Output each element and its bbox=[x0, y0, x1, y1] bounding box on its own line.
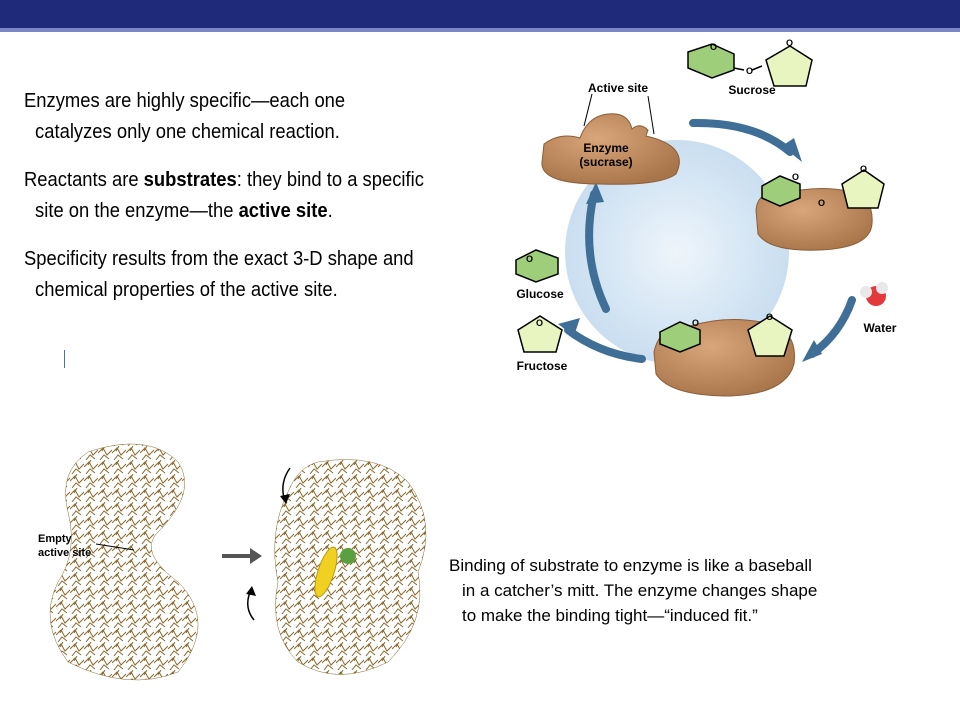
arrowhead-2 bbox=[802, 340, 822, 362]
empty-site-pointer bbox=[95, 543, 135, 551]
fructose-label: Fructose bbox=[517, 359, 568, 373]
arrowhead-3 bbox=[558, 318, 580, 336]
svg-text:O: O bbox=[526, 254, 533, 264]
arrow-left-up bbox=[585, 190, 610, 313]
enzyme-label: Enzyme bbox=[583, 141, 629, 155]
text-cursor bbox=[64, 350, 65, 368]
induced-fit-figure: Empty active site bbox=[38, 443, 427, 681]
arrow-water bbox=[808, 296, 856, 358]
water-molecule bbox=[860, 282, 888, 306]
active-site-label: Active site bbox=[588, 81, 648, 95]
transition-arrow-head bbox=[250, 548, 262, 564]
sucrose-molecule: O O O bbox=[687, 38, 813, 87]
arrowheads bbox=[558, 138, 822, 362]
arrowhead-4 bbox=[586, 182, 604, 204]
svg-text:O: O bbox=[786, 38, 793, 48]
sucrose-label: Sucrose bbox=[728, 83, 776, 97]
bullet-2-text-3: site on the enzyme—the bbox=[35, 200, 239, 222]
bound-substrate-green bbox=[340, 548, 356, 564]
released-fructose bbox=[517, 315, 563, 353]
bullet-shape: Specificity results from the exact 3-D s… bbox=[24, 244, 438, 306]
bullet-1-line-1: Enzymes are highly specific—each one bbox=[24, 90, 346, 112]
cycle-background bbox=[565, 140, 789, 364]
svg-text:O: O bbox=[692, 318, 699, 328]
bullet-list: Enzymes are highly specific—each one cat… bbox=[24, 86, 474, 323]
bullet-2-text-4: . bbox=[327, 200, 333, 222]
svg-text:O: O bbox=[860, 164, 867, 174]
bullet-3-line-2: chemical properties of the active site. bbox=[35, 279, 338, 301]
sucrase-label: (sucrase) bbox=[579, 155, 632, 169]
sucrose-glucose-ring bbox=[687, 43, 735, 79]
sucrose-fructose-ring bbox=[765, 45, 813, 87]
bullet-3-line-1: Specificity results from the exact 3-D s… bbox=[24, 248, 414, 270]
substrates-term: substrates bbox=[143, 169, 237, 191]
active-site-term: active site bbox=[238, 200, 328, 222]
svg-text:O: O bbox=[818, 198, 825, 208]
caption-line-2: in a catcher’s mitt. The enzyme changes … bbox=[462, 581, 818, 600]
header-underline bbox=[0, 28, 960, 32]
free-enzyme bbox=[541, 113, 680, 185]
caption-line-1: Binding of substrate to enzyme is like a… bbox=[449, 556, 812, 575]
caption-line-3: to make the binding tight—“induced fit.” bbox=[462, 606, 758, 625]
svg-text:O: O bbox=[766, 312, 773, 322]
arrowhead-1 bbox=[782, 138, 802, 162]
header-bar bbox=[0, 0, 960, 28]
product-glucose bbox=[659, 321, 701, 353]
svg-text:O: O bbox=[536, 318, 543, 328]
rotation-arrow-bottom bbox=[247, 591, 255, 621]
bound-glucose bbox=[761, 175, 801, 207]
water-label: Water bbox=[864, 321, 897, 335]
enzyme-open-structure bbox=[49, 443, 199, 681]
product-fructose bbox=[747, 315, 793, 357]
enzyme-cycle-diagram: Active site Enzyme (sucrase) O O O Sucro… bbox=[515, 38, 897, 397]
bullet-2-text-2: : they bind to a specific bbox=[236, 169, 424, 191]
empty-site-label-2: active site bbox=[38, 547, 91, 559]
active-site-pointer-left bbox=[583, 93, 593, 127]
svg-text:O: O bbox=[746, 66, 753, 76]
empty-site-label-1: Empty bbox=[38, 533, 73, 545]
bullet-2-text-1: Reactants are bbox=[24, 169, 144, 191]
bullet-specificity: Enzymes are highly specific—each one cat… bbox=[24, 86, 438, 148]
bullet-1-line-2: catalyzes only one chemical reaction. bbox=[35, 121, 340, 143]
bound-substrate-yellow bbox=[314, 546, 338, 598]
svg-text:O: O bbox=[710, 42, 717, 52]
bullet-substrates: Reactants are substrates: they bind to a… bbox=[24, 165, 438, 227]
svg-text:O: O bbox=[792, 172, 799, 182]
induced-fit-caption: Binding of substrate to enzyme is like a… bbox=[449, 553, 949, 628]
glucose-label: Glucose bbox=[516, 287, 564, 301]
released-glucose bbox=[515, 249, 559, 283]
active-site-pointer-right bbox=[647, 95, 655, 135]
arrow-bottom-left bbox=[564, 326, 646, 363]
bound-fructose bbox=[841, 169, 885, 209]
enzyme-closed-structure bbox=[274, 459, 427, 675]
